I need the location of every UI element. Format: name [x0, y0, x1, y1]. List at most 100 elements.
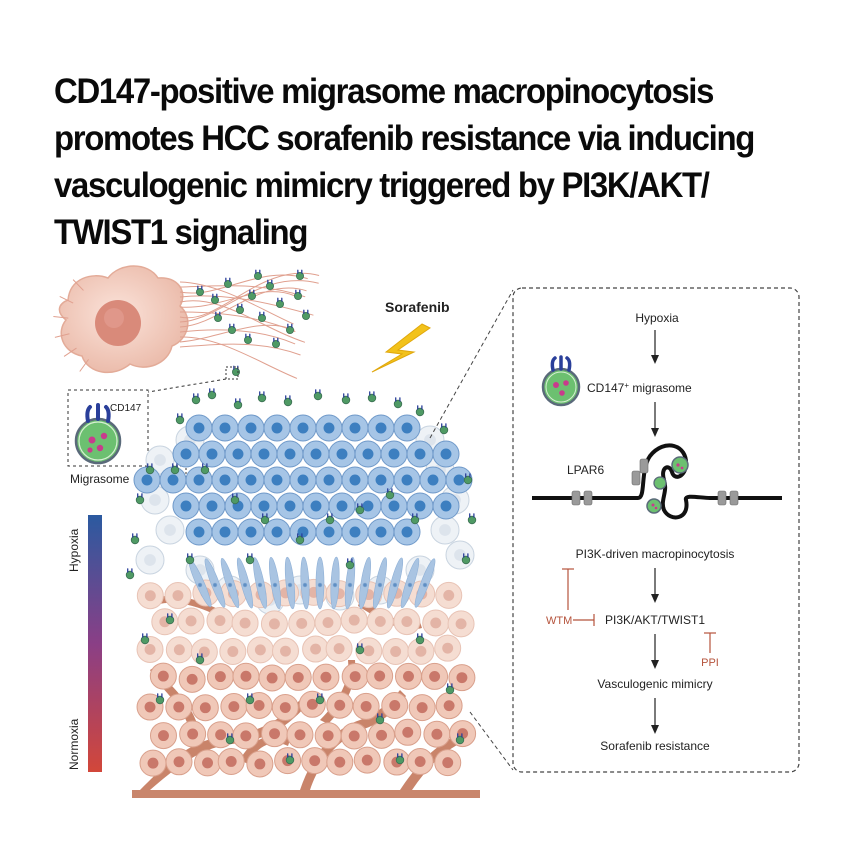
migrasome-dot	[135, 493, 145, 505]
migrasome-dot	[445, 683, 455, 695]
internalized-migrasome-2	[646, 498, 662, 514]
pathway-hypoxia-label: Hypoxia	[635, 311, 679, 325]
tumor-cell	[206, 663, 234, 691]
migrasome-dot	[191, 393, 201, 405]
wtm-inhibition-bar	[562, 568, 574, 610]
tumor-cell	[341, 414, 369, 442]
arrow-pi3k-down	[651, 568, 659, 603]
migrasome-dot	[165, 613, 175, 625]
migrasome-dot	[145, 463, 155, 475]
tumor-cell	[406, 440, 434, 468]
title-line-4: TWIST1 signaling	[54, 213, 308, 252]
migrasome-dot	[225, 733, 235, 745]
tumor-cell	[328, 492, 356, 520]
tumor-cell	[341, 663, 369, 691]
tissue-base	[132, 790, 480, 798]
migrasome-icon	[541, 355, 581, 407]
migrasome-dot	[325, 513, 335, 525]
tumor-cell	[271, 694, 299, 722]
tumor-cell	[432, 440, 460, 468]
sorafenib-resistance-label: Sorafenib resistance	[600, 739, 710, 753]
tumor-cell	[165, 693, 193, 721]
tumor-cell	[340, 606, 368, 634]
tumor-cell	[211, 414, 239, 442]
migrasome-dot	[233, 398, 243, 410]
migrasome-dot	[393, 397, 403, 409]
migrasome-dot	[395, 753, 405, 765]
tumor-cell	[172, 440, 200, 468]
tumor-cell	[326, 691, 354, 719]
cd147-small-label: CD147	[110, 403, 142, 414]
hypoxia-axis-label: Hypoxia	[67, 528, 81, 572]
migrasome-dot	[271, 337, 280, 348]
tumor-cell	[224, 440, 252, 468]
normoxia-axis-label: Normoxia	[67, 718, 81, 770]
tumor-cell	[315, 518, 343, 546]
tumor-cell	[393, 608, 421, 636]
tumor-tissue	[125, 388, 480, 798]
migrasome-dot	[200, 463, 210, 475]
tumor-cell	[258, 664, 286, 692]
tumor-cell	[164, 582, 192, 610]
title-line-1: CD147-positive migrasome macropinocytosi…	[54, 72, 714, 111]
tumor-cell	[328, 440, 356, 468]
migrasome-dot	[295, 269, 304, 280]
tumor-cell	[250, 440, 278, 468]
tumor-cell	[315, 466, 343, 494]
tumor-cell	[368, 721, 396, 749]
tumor-cell	[326, 748, 354, 776]
migrasome-dot	[375, 713, 385, 725]
tumor-cell	[393, 518, 421, 546]
migrasome-dot	[345, 558, 355, 570]
tumor-cell	[445, 540, 475, 570]
migrasome-dot	[415, 405, 425, 417]
migrasome-dot	[410, 513, 420, 525]
tumor-cell	[432, 492, 460, 520]
migrasome-dot	[245, 693, 255, 705]
migrasome-dot	[257, 311, 266, 322]
migrasome-dot	[467, 513, 477, 525]
tumor-cell	[211, 466, 239, 494]
tumor-cell	[381, 692, 409, 720]
tumor-cell	[284, 663, 312, 691]
migrasome-dot	[195, 285, 204, 296]
migrasome-dot	[207, 388, 217, 400]
tumor-cell	[289, 414, 317, 442]
tumor-cell	[246, 636, 274, 664]
tumor-cell	[393, 414, 421, 442]
migrasome-dot	[155, 693, 165, 705]
tumor-cell	[246, 750, 274, 778]
tumor-cell	[260, 610, 288, 638]
tumor-cell	[263, 466, 291, 494]
tumor-cell	[149, 722, 177, 750]
migrasome-dot	[231, 365, 240, 376]
tumor-cell	[394, 718, 422, 746]
tumor-cell	[198, 492, 226, 520]
tumor-cell	[211, 518, 239, 546]
tumor-cell	[289, 466, 317, 494]
tumor-cell	[165, 636, 193, 664]
migrasome-dot	[313, 389, 323, 401]
migrasome-dot	[130, 533, 140, 545]
tumor-cell	[352, 692, 380, 720]
migrasome-dot	[227, 323, 236, 334]
page-title: CD147-positive migrasome macropinocytosi…	[54, 68, 797, 256]
tumor-cell	[172, 492, 200, 520]
tumor-cell	[430, 515, 460, 545]
tumor-cell	[314, 609, 342, 637]
oxygen-gradient-bar	[88, 515, 102, 772]
migrasome-dot	[265, 279, 274, 290]
tumor-cell	[447, 610, 475, 638]
ppi-label: PPI	[701, 657, 719, 669]
tumor-cell	[133, 466, 161, 494]
migrasome-dot	[283, 395, 293, 407]
migrasome-dot	[245, 553, 255, 565]
tumor-cell	[198, 440, 226, 468]
tumor-cell	[261, 720, 289, 748]
tumor-cell	[325, 635, 353, 663]
tumor-cell	[178, 665, 206, 693]
migrasome-dot	[355, 643, 365, 655]
tumor-cell	[366, 607, 394, 635]
migrasome-dot	[355, 503, 365, 515]
tumor-cell	[380, 492, 408, 520]
